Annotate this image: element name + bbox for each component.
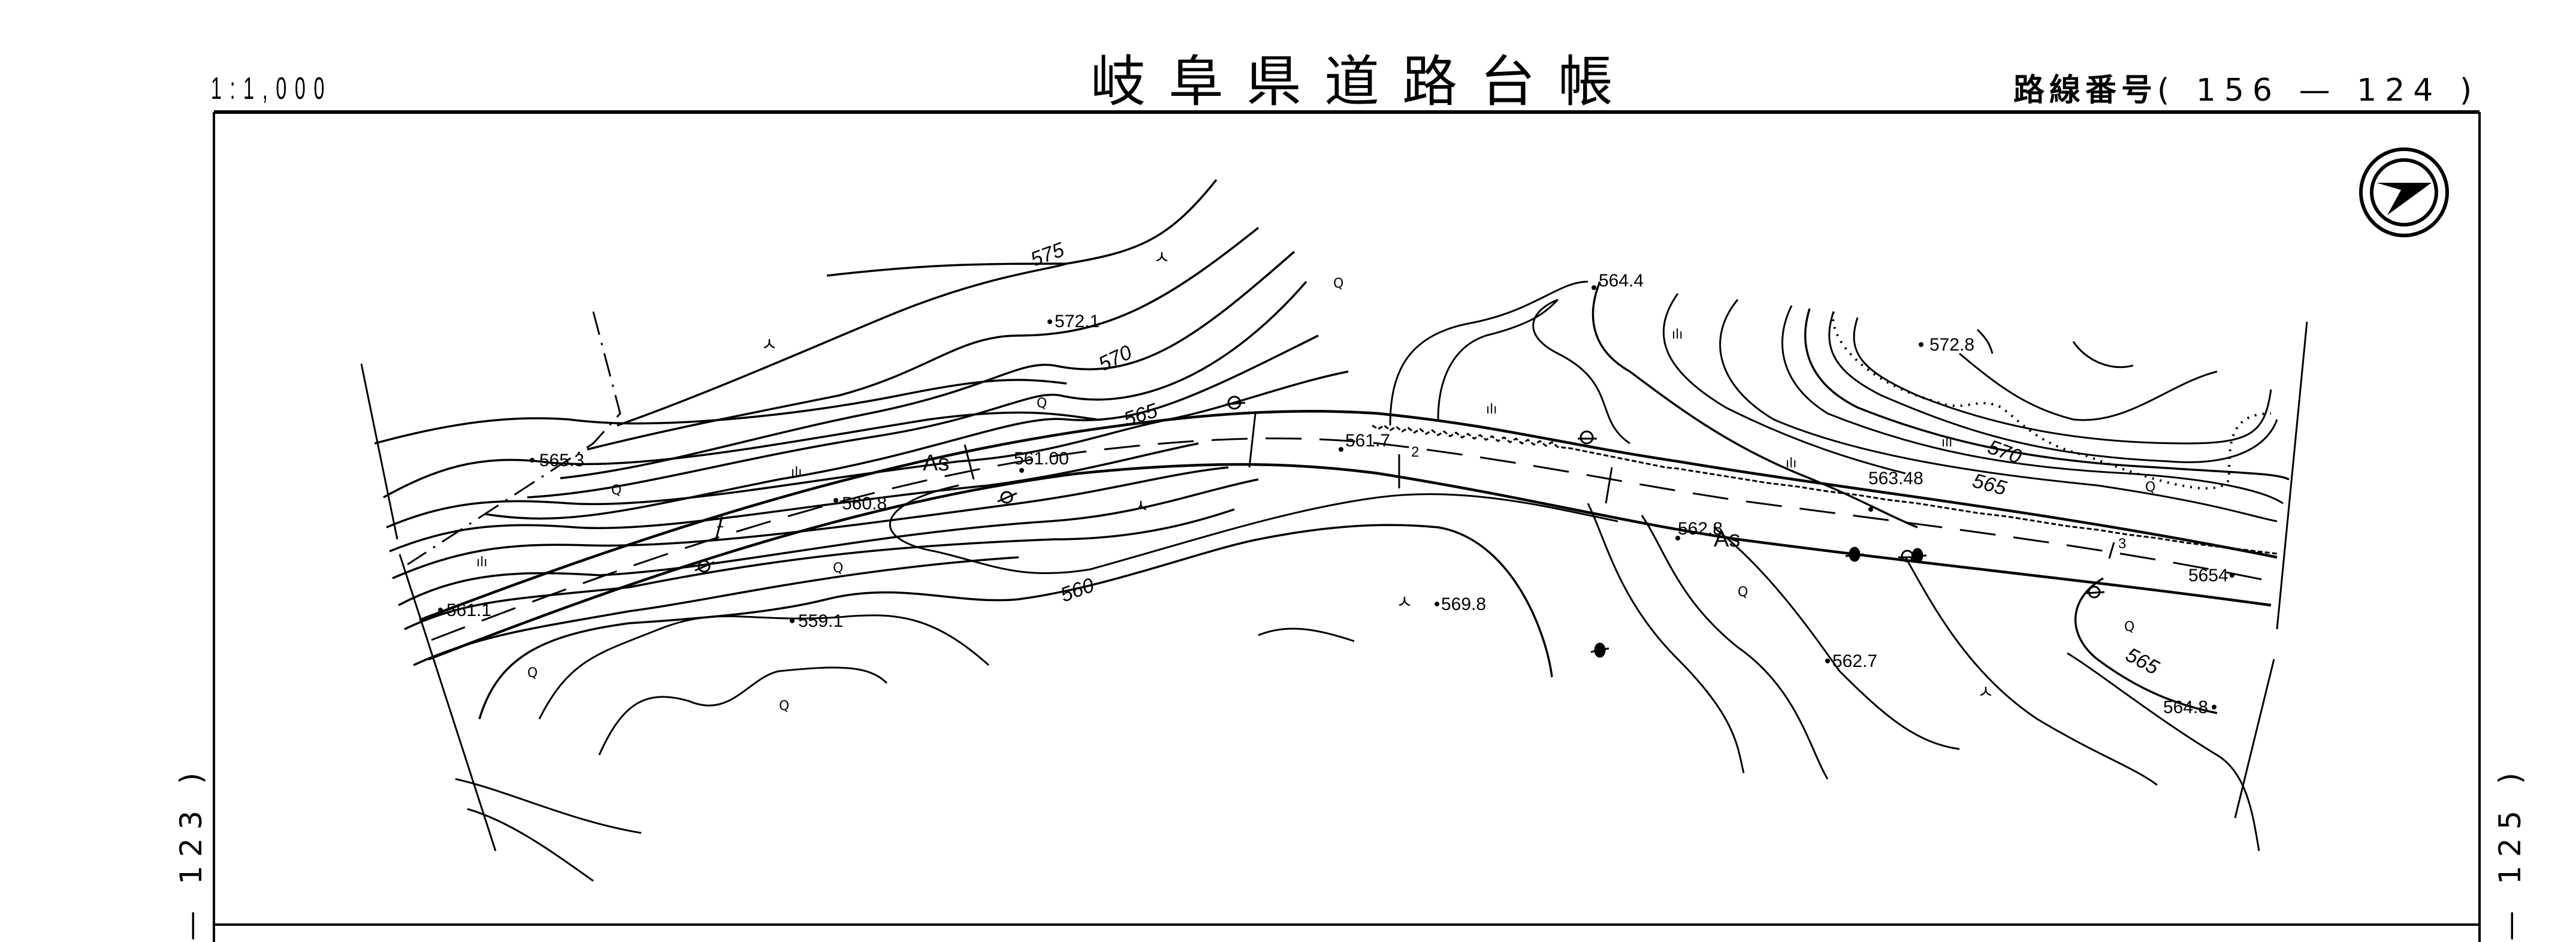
surface-label-asphalt: As	[923, 451, 949, 476]
utility-pole-icon	[1225, 395, 1246, 410]
station-label: 3	[2118, 536, 2126, 552]
road-edges	[419, 410, 2278, 661]
broadleaf-tree-icon: Q	[779, 699, 789, 714]
wasteland-icon: ㅅ	[1977, 682, 1994, 703]
road-centerline	[431, 437, 2272, 641]
wasteland-icon: ㅅ	[1133, 496, 1149, 517]
spot-height: 562.7	[1832, 651, 1877, 671]
station-marks	[715, 413, 2115, 559]
route-number-value: ( 156 — 124 )	[2157, 73, 2481, 108]
spot-height: 569.8	[1441, 594, 1486, 614]
surface-label-asphalt: As	[1714, 527, 1740, 552]
survey-boundary	[360, 321, 2308, 852]
contour-label: 565	[2122, 644, 2163, 680]
broadleaf-tree-icon: Q	[1037, 396, 1047, 411]
grass-symbols: ılı ılı ılı ılı ılı ılı	[476, 327, 1952, 570]
grass-icon: ılı	[1786, 456, 1796, 471]
contour-lines-upper	[374, 179, 1349, 666]
map-scale: 1:1,000	[211, 71, 333, 106]
grass-icon: ılı	[1486, 402, 1497, 417]
wasteland-icon: ㅅ	[1153, 247, 1170, 268]
utility-poles	[694, 395, 2105, 599]
contour-label: 560	[1058, 573, 1097, 606]
utility-pole-icon	[694, 560, 715, 573]
station-label: 1	[716, 515, 724, 531]
steel-pole-icon	[1590, 642, 1609, 658]
contour-labels: 575 570 565 560 570 565 565	[1028, 238, 2163, 679]
utility-pole-icon	[1578, 430, 1597, 445]
spot-height: 560.8	[842, 494, 887, 514]
spot-height: 561.00	[1014, 449, 1069, 469]
contour-lines-upper-right	[1389, 280, 2290, 529]
utility-pole-icon	[2085, 585, 2105, 599]
grass-icon: ılı	[1941, 435, 1952, 450]
retaining-wall	[1372, 424, 2278, 555]
tree-symbols: Q Q Q Q Q Q Q Q Q	[527, 276, 2155, 714]
spot-height: 564.8	[2163, 698, 2208, 717]
grass-icon: ılı	[1672, 327, 1683, 342]
north-arrow-icon	[2359, 147, 2449, 237]
broadleaf-tree-icon: Q	[833, 561, 843, 576]
contour-lines-lower	[455, 484, 2260, 882]
broadleaf-tree-icon: Q	[1333, 276, 1343, 291]
route-number-label: 路線番号	[2013, 73, 2158, 108]
wasteland-icon: ㅅ	[761, 334, 778, 355]
contour-label: 575	[1028, 238, 1067, 271]
filled-poles	[1590, 547, 1927, 658]
steel-pole-icon	[1845, 547, 1864, 562]
spot-heights: 572.1 565.3 561.00 560.8 561.1 559.1 561…	[438, 271, 2234, 717]
spot-height: 562.8	[1678, 519, 1723, 539]
utility-pole-icon	[997, 491, 1017, 504]
spot-height: 564.4	[1599, 271, 1644, 291]
broadleaf-tree-icon: Q	[2145, 480, 2155, 495]
spot-height: 565.3	[539, 451, 584, 470]
spot-height: 561.7	[1345, 431, 1390, 451]
route-number: 路線番号( 156 — 124 )	[2013, 65, 2480, 110]
spot-height: 572.8	[1929, 335, 1974, 355]
grass-icon: ılı	[476, 555, 487, 570]
spot-height: 572.1	[1055, 312, 1100, 331]
broadleaf-tree-icon: Q	[611, 483, 621, 498]
spot-height: 561.1	[446, 600, 491, 620]
wasteland-symbols: ㅅ ㅅ ㅅ ㅅ ㅅ	[761, 247, 1994, 703]
spot-height: 559.1	[798, 611, 843, 631]
spot-height: 5654	[2188, 566, 2228, 585]
broadleaf-tree-icon: Q	[2124, 620, 2134, 635]
wasteland-icon: ㅅ	[1396, 592, 1413, 613]
station-label: 2	[1411, 444, 1419, 460]
page-title: 岐阜県道路台帳	[1091, 50, 1636, 114]
spot-height: 563.48	[1868, 469, 1923, 488]
contour-label: 565	[1121, 399, 1161, 431]
contour-label: 570	[1095, 341, 1136, 376]
boundary-dashdot-line	[407, 311, 621, 566]
broadleaf-tree-icon: Q	[1738, 585, 1748, 600]
sheet-frame	[213, 110, 2481, 942]
grass-icon: ılı	[791, 465, 802, 480]
steel-pole-icon	[1911, 548, 1927, 563]
broadleaf-tree-icon: Q	[527, 666, 537, 681]
